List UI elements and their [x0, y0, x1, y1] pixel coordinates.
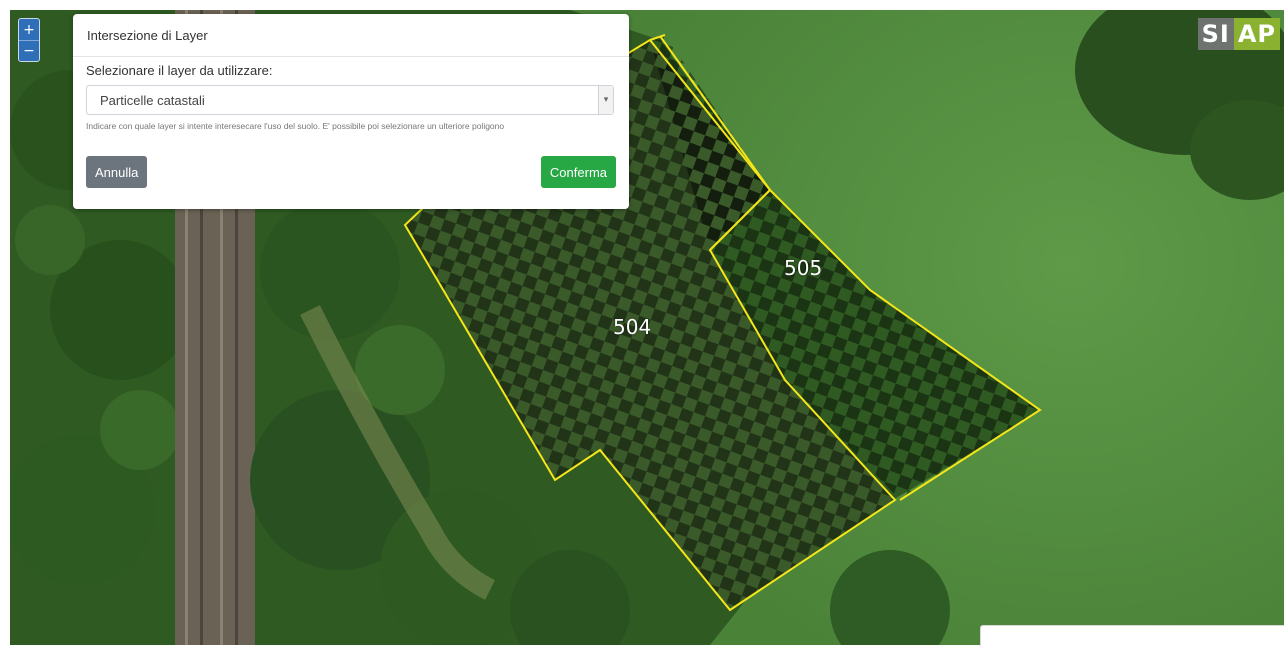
siap-logo: SI AP — [1197, 18, 1280, 50]
chevron-down-icon[interactable]: ▾ — [598, 86, 613, 114]
bottom-right-panel — [980, 625, 1284, 646]
layer-select[interactable]: Particelle catastali ▾ — [86, 85, 614, 115]
layer-select-hint: Indicare con quale layer si intente inte… — [86, 121, 505, 131]
confirm-button[interactable]: Conferma — [540, 156, 616, 188]
logo-part-left: SI — [1197, 18, 1234, 50]
layer-select-value: Particelle catastali — [100, 93, 205, 108]
parcel-label-504: 504 — [613, 315, 652, 339]
zoom-in-button[interactable]: + — [19, 19, 39, 40]
layer-select-label: Selezionare il layer da utilizzare: — [86, 63, 273, 78]
logo-part-right: AP — [1233, 18, 1280, 50]
cancel-button[interactable]: Annulla — [86, 156, 148, 188]
zoom-control: + − — [18, 18, 40, 62]
layer-intersection-dialog: Intersezione di Layer Selezionare il lay… — [73, 14, 629, 209]
parcel-label-505: 505 — [784, 256, 823, 280]
dialog-title: Intersezione di Layer — [73, 14, 629, 57]
zoom-out-button[interactable]: − — [19, 40, 39, 61]
